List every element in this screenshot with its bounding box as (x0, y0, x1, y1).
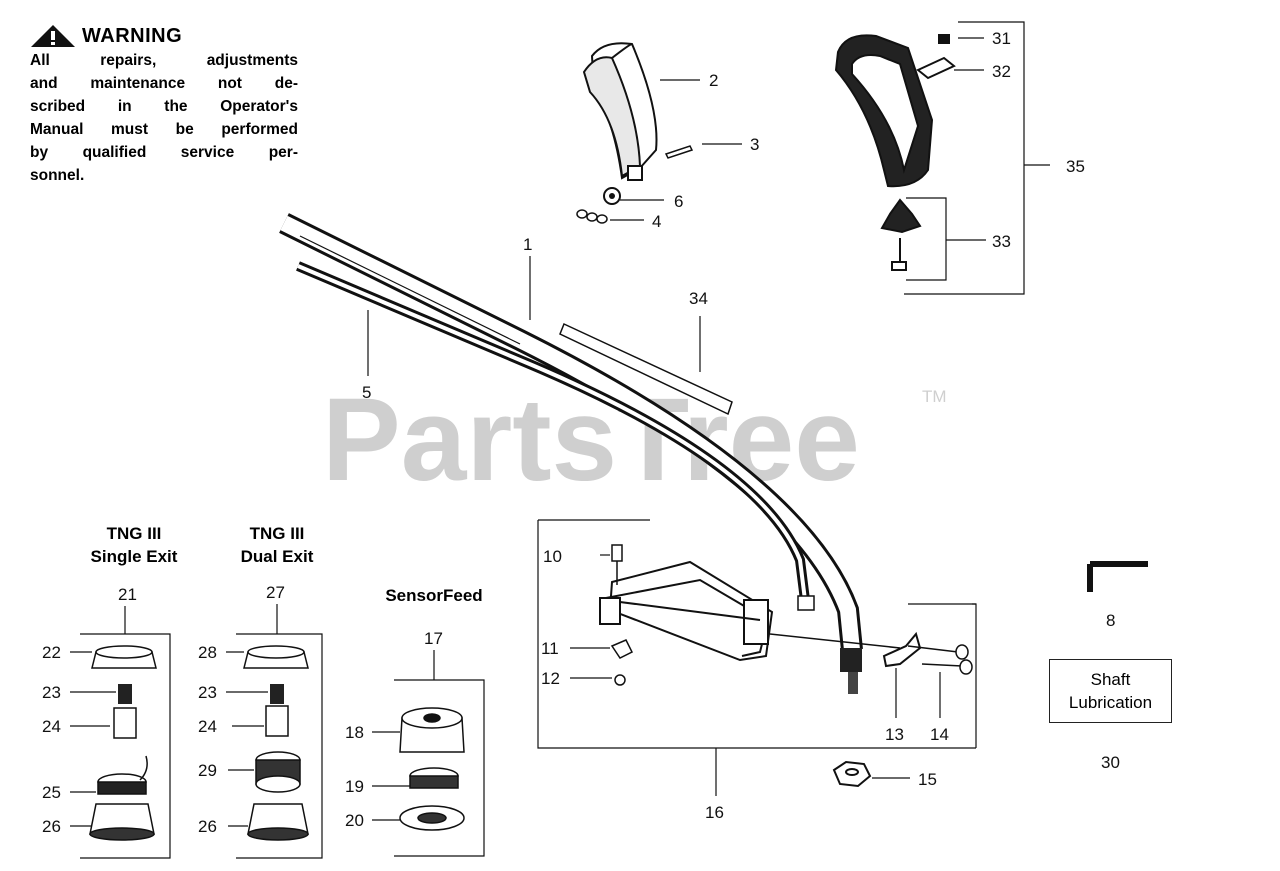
caption-sensorfeed: SensorFeed (385, 586, 483, 605)
part-shield-bracket (882, 631, 922, 668)
callout-15: 15 (918, 770, 937, 789)
part-spool-cap (91, 645, 157, 669)
callout-18: 18 (345, 723, 364, 742)
shaft-lubrication-line: Lubrication (1068, 693, 1153, 712)
callout-23-dual: 23 (198, 683, 217, 702)
part-clamp-block (938, 34, 950, 44)
callout-13: 13 (885, 725, 904, 744)
callout-33: 33 (992, 232, 1011, 251)
callout-27: 27 (266, 583, 285, 602)
warning-notice: WARNING All repairs, adjustments and mai… (30, 24, 298, 187)
part-hex-key (1087, 561, 1148, 592)
part-knob (880, 198, 922, 271)
part-screw (664, 145, 694, 159)
part-tube (559, 322, 733, 416)
callout-4: 4 (652, 212, 661, 231)
shaft-lubrication-line: Shaft (1090, 670, 1131, 689)
callout-24-dual: 24 (198, 717, 217, 736)
part-shield-bolts (907, 644, 973, 675)
caption-line: TNG III (106, 524, 162, 543)
callout-22: 22 (42, 643, 61, 662)
callout-5: 5 (362, 383, 371, 402)
part-front-handle (834, 34, 934, 188)
callout-26: 26 (42, 817, 61, 836)
callout-35: 35 (1066, 157, 1085, 176)
caption-line: Single Exit (90, 547, 178, 566)
caption-line: TNG III (249, 524, 305, 543)
part-nut (576, 209, 608, 224)
part-shield-screw (611, 544, 623, 585)
callout-32: 32 (992, 62, 1011, 81)
callout-17: 17 (424, 629, 443, 648)
callout-8: 8 (1106, 611, 1115, 630)
callout-24: 24 (42, 717, 61, 736)
part-adapter-dual (265, 705, 289, 737)
warning-line: All repairs, adjustments (30, 52, 298, 69)
part-sensorfeed-spool (409, 767, 459, 789)
part-housing-dual (247, 803, 309, 841)
callout-14: 14 (930, 725, 949, 744)
part-shield (599, 560, 774, 662)
warning-line: sonnel. (30, 167, 85, 184)
callout-28: 28 (198, 643, 217, 662)
callout-29: 29 (198, 761, 217, 780)
warning-text: All repairs, adjustments and maintenance… (30, 49, 298, 187)
callout-30: 30 (1101, 753, 1120, 772)
callout-23: 23 (42, 683, 61, 702)
caption-dual-exit: TNG III Dual Exit (222, 522, 332, 568)
warning-line: Manual must be performed (30, 121, 298, 138)
callout-26-dual: 26 (198, 817, 217, 836)
part-spool-cap-dual (243, 645, 309, 669)
part-shield-nut (614, 674, 626, 686)
callout-6: 6 (674, 192, 683, 211)
part-hex-nut (832, 760, 872, 788)
callout-34: 34 (689, 289, 708, 308)
callout-12: 12 (541, 669, 560, 688)
part-dual-spool (255, 751, 301, 793)
callout-1: 1 (523, 235, 532, 254)
part-spring (118, 684, 132, 704)
warning-triangle-icon (31, 25, 75, 47)
callout-11: 11 (541, 639, 559, 658)
callout-3: 3 (750, 135, 759, 154)
callout-labels: 1 2 3 4 5 6 8 10 11 12 13 14 15 16 17 18… (42, 29, 1120, 836)
warning-line: and maintenance not de- (30, 75, 298, 92)
caption-line: Dual Exit (240, 547, 314, 566)
part-handle-bracket (916, 56, 956, 80)
part-sensorfeed-base (399, 805, 465, 831)
part-spring-dual (270, 684, 284, 704)
callout-10: 10 (543, 547, 562, 566)
part-shield-clip (610, 639, 634, 659)
part-sensorfeed-housing (399, 707, 465, 753)
warning-line: scribed in the Operator's (30, 98, 298, 115)
part-housing (89, 803, 155, 841)
part-shaft (279, 213, 863, 694)
warning-title: WARNING (82, 24, 183, 47)
caption-single-exit: TNG III Single Exit (72, 522, 196, 568)
part-spool (97, 755, 148, 795)
callout-31: 31 (992, 29, 1011, 48)
warning-line: by qualified service per- (30, 144, 298, 161)
shaft-lubrication-box: Shaft Lubrication (1049, 659, 1172, 723)
callout-21: 21 (118, 585, 137, 604)
callout-20: 20 (345, 811, 364, 830)
watermark-tm: TM (922, 387, 947, 406)
callout-25: 25 (42, 783, 61, 802)
callout-19: 19 (345, 777, 364, 796)
callout-2: 2 (709, 71, 718, 90)
part-drive-cable (296, 261, 815, 611)
part-adapter (113, 707, 137, 739)
callout-16: 16 (705, 803, 724, 822)
part-rear-handle (582, 42, 658, 181)
